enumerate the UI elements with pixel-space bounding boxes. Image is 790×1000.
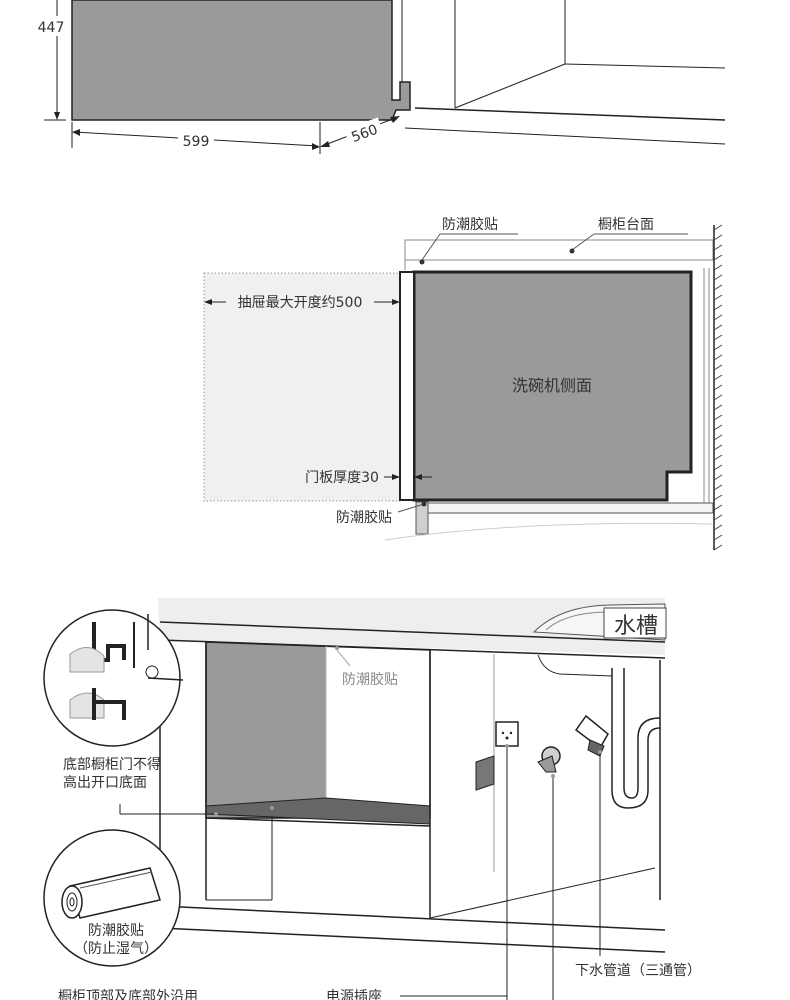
bottom-tape-leader [397, 503, 425, 513]
countertop-label: 橱柜台面 [598, 217, 654, 233]
drawer-opening-area [203, 272, 401, 502]
height-dim-arrow [54, 112, 60, 120]
cabinet-floor-line [454, 63, 566, 109]
tape-inside-dot [335, 646, 339, 650]
tape-inside-label: 防潮胶贴 [342, 671, 398, 688]
height-dim-label: 447 [38, 20, 65, 36]
countertop [404, 239, 714, 261]
pipe-opening [475, 755, 495, 791]
drain-pipe-label: 下水管道（三通管） [575, 963, 701, 979]
counter-front-line [404, 127, 726, 145]
width-dim-mask [178, 131, 214, 149]
drawer-opening-label: 抽屉最大开度约500 [238, 295, 363, 311]
sink-label: 水槽 [614, 614, 658, 639]
top-tape-label: 防潮胶贴 [442, 216, 498, 233]
bottom-tape-dot [421, 501, 427, 507]
floor-line-2 [159, 927, 666, 953]
floor-line [159, 905, 666, 931]
drain-pipe [611, 668, 661, 809]
section-side-view: 防潮胶贴 橱柜台面 抽屉最大开度约500 洗碗机侧面 门板厚度30 防潮胶贴 [203, 216, 723, 551]
base-leg [415, 501, 429, 535]
door-dim-arrow-left [392, 474, 400, 480]
drawer-dim-arrow-right [392, 299, 400, 305]
tape-roll-label-line2: （防止湿气） [74, 941, 158, 957]
tape-roll-label-line1: 防潮胶贴 [88, 922, 144, 939]
countertop-dot [569, 248, 575, 254]
tape-roll-icon [61, 867, 161, 919]
door-dim-arrow-right [414, 474, 422, 480]
bottom-tape-label: 防潮胶贴 [336, 509, 392, 526]
cavity-left-wall [206, 642, 326, 818]
door-thickness-label: 门板厚度30 [305, 470, 379, 486]
section-dimensions: 447 599 560 [34, 0, 726, 154]
depth-dim-label: 560 [349, 122, 380, 146]
width-dim-arrow-right [312, 143, 320, 150]
width-dim-arrow-left [72, 129, 80, 136]
top-tape-leader [421, 233, 441, 261]
detail-door-illustration [69, 622, 159, 720]
drawer-dim-arrow-left [204, 299, 212, 305]
door-note-line1: 底部橱柜门不得 [63, 756, 161, 773]
edge-tape-label: 橱柜顶部及底部外沿用 [58, 989, 198, 1000]
cavity-floor-front [205, 817, 431, 827]
floor-curve [384, 522, 713, 541]
cabinet-countertop [158, 598, 665, 655]
door-note-line2: 高出开口底面 [63, 774, 147, 791]
depth-dim-mask [344, 117, 384, 147]
dishwasher-side-label: 洗碗机侧面 [512, 376, 592, 395]
width-dim-label: 599 [183, 134, 210, 150]
countertop-edge-line [159, 621, 666, 643]
depth-dim-arrow-right [390, 116, 400, 123]
base-plinth [427, 502, 714, 514]
dishwasher-front [71, 0, 411, 121]
sink-drain-line [537, 654, 613, 677]
sink-label-box [603, 607, 667, 639]
cabinet-back-floor-line [564, 63, 726, 69]
socket-label: 电源插座 [326, 989, 382, 1000]
counter-base-line [414, 107, 726, 121]
power-socket [495, 721, 519, 747]
right-cabinet-floor [429, 867, 656, 919]
top-tape-dot [419, 259, 425, 265]
depth-dim-arrow-left [320, 141, 330, 147]
door-panel [399, 271, 415, 501]
countertop-leader [571, 233, 595, 251]
height-dim-mask [34, 16, 68, 36]
section-cabinet-view: 水槽 防潮胶贴 [43, 598, 701, 1000]
